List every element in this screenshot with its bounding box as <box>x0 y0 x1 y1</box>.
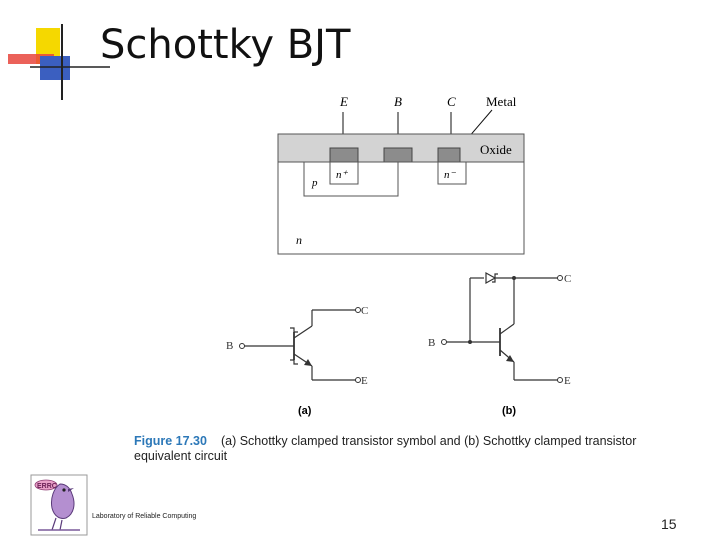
circuit-a-emitter-arrow <box>304 359 312 366</box>
circuit-b-sublabel: (b) <box>502 405 516 417</box>
bird-beak-icon <box>68 488 74 492</box>
circuit-b-base-junction <box>468 340 472 344</box>
logo-badge <box>34 479 58 491</box>
circuit-b-equivalent: C B E (b) <box>428 271 571 417</box>
circuit-a-terminal-c <box>355 307 361 313</box>
circuit-a-label-e: E <box>361 375 368 387</box>
circuit-a-terminal-b <box>239 343 245 349</box>
collector-contact <box>437 147 461 163</box>
circuit-b-label-c: C <box>564 273 571 285</box>
figure-caption: Figure 17.30(a) Schottky clamped transis… <box>134 434 674 464</box>
circuit-b-emitter-arrow <box>506 355 514 362</box>
decor-blue-block <box>40 56 70 80</box>
emitter-contact <box>329 147 359 163</box>
n-minus-region <box>437 162 467 185</box>
footer-lab-name: Laboratory of Reliable Computing <box>92 513 197 520</box>
cs-label-c: C <box>447 94 456 109</box>
decor-red-bar <box>8 54 54 64</box>
circuit-a-label-b: B <box>226 340 233 352</box>
cs-label-p: p <box>311 177 318 189</box>
cs-label-metal: Metal <box>486 94 517 109</box>
figure-caption-text: (a) Schottky clamped transistor symbol a… <box>134 434 637 463</box>
circuit-a-schottky-hook-top <box>290 327 298 333</box>
circuit-b-terminal-b <box>441 339 447 345</box>
circuit-b-terminal-c <box>557 275 563 281</box>
circuit-a-collector-diag <box>293 325 313 339</box>
cs-label-e: E <box>339 94 348 109</box>
circuit-b-label-b: B <box>428 337 435 349</box>
cs-label-n-plus: n⁺ <box>336 169 349 181</box>
base-contact <box>383 147 413 163</box>
circuit-b-collector-junction <box>512 276 516 280</box>
page-number: 15 <box>661 516 677 532</box>
n-plus-region <box>329 162 359 185</box>
circuit-b-collector-diag <box>499 323 515 335</box>
cs-label-oxide: Oxide <box>480 142 512 157</box>
schottky-cross-section: E B C Metal Oxide p n⁺ n⁻ n <box>277 94 525 255</box>
cs-label-b: B <box>394 94 402 109</box>
slide-title: Schottky BJT <box>100 22 351 68</box>
circuit-a-terminal-e <box>355 377 361 383</box>
lab-logo: ERRC <box>30 474 88 536</box>
bird-eye-icon <box>62 488 66 492</box>
n-substrate <box>277 161 525 255</box>
circuit-b-terminal-e <box>557 377 563 383</box>
figure-label: Figure 17.30 <box>134 434 207 448</box>
corner-decoration <box>8 24 110 100</box>
p-region <box>303 162 399 197</box>
logo-text: ERRC <box>37 483 57 490</box>
circuit-b-label-e: E <box>564 375 571 387</box>
circuit-a-schottky-hook-bottom <box>290 359 298 365</box>
circuit-a-sublabel: (a) <box>298 405 312 417</box>
circuit-a-schottky-symbol: B C E (a) <box>226 305 368 417</box>
bird-legs-icon <box>51 517 63 531</box>
circuit-b-schottky-diode <box>485 271 497 285</box>
cs-label-n-minus: n⁻ <box>444 169 457 181</box>
circuit-a-label-c: C <box>361 305 368 317</box>
cs-label-n: n <box>296 233 302 247</box>
